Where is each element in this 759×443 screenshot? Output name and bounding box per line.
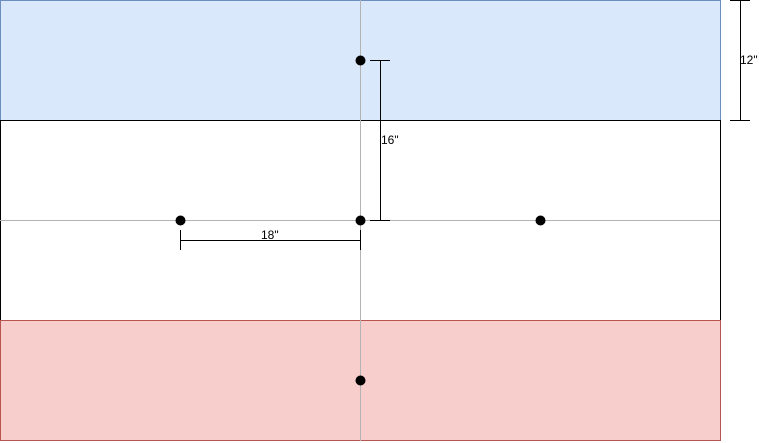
point-top-center[interactable] <box>355 55 366 66</box>
point-center[interactable] <box>355 215 366 226</box>
vertical-dimension-label: 16" <box>381 133 399 147</box>
vertical-dimension <box>370 60 390 221</box>
top-band-dimension-label: 12" <box>740 53 758 67</box>
point-bottom-center[interactable] <box>355 375 366 386</box>
horizontal-dimension <box>180 230 361 250</box>
point-left[interactable] <box>175 215 186 226</box>
horizontal-dimension-label: 18" <box>261 228 279 242</box>
point-right[interactable] <box>535 215 546 226</box>
top-band-dimension <box>730 0 750 121</box>
